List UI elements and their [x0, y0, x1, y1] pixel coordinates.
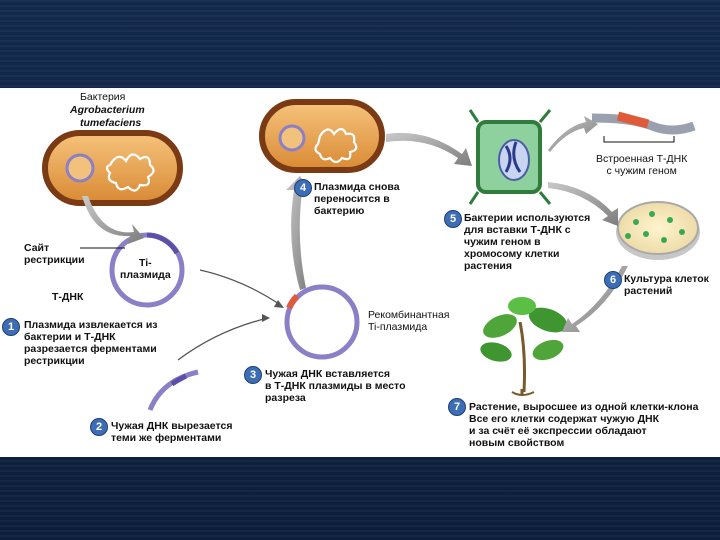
step-6-badge: 6 [604, 271, 622, 289]
step-2-badge: 2 [90, 418, 108, 436]
plant-cell-icon [468, 109, 552, 205]
restriction-site-label: Сайт рестрикции [24, 242, 85, 266]
species-name-line1: Agrobacterium [70, 104, 145, 116]
bacterium-icon [259, 99, 385, 173]
plant-icon [480, 297, 568, 396]
step-2-text: Чужая ДНК вырезается теми же ферментами [111, 420, 233, 444]
recombinant-plasmid-label: Рекомбинантная Ti-плазмида [368, 309, 450, 333]
step-7-text: Растение, выросшее из одной клетки-клона… [469, 401, 699, 449]
species-name-line2: tumefaciens [80, 117, 142, 129]
step-4-text: Плазмида снова переносится в бактерию [314, 181, 400, 217]
dna-strand-icon [147, 369, 199, 411]
dna-strand-icon [591, 111, 696, 143]
plasmid-icon [284, 284, 360, 360]
step-1-text: Плазмида извлекается из бактерии и Т-ДНК… [24, 319, 158, 367]
bacterium-icon [42, 130, 183, 206]
step-4-badge: 4 [294, 179, 312, 197]
ti-plasmid-label: Ti- плазмида [120, 257, 171, 281]
petri-dish-icon [616, 201, 700, 260]
plasmid-icon [80, 232, 185, 308]
step-3-text: Чужая ДНК вставляется в Т-ДНК плазмиды в… [265, 368, 406, 404]
step-1-badge: 1 [2, 318, 20, 336]
step-7-badge: 7 [448, 398, 466, 416]
step-3-badge: 3 [244, 366, 262, 384]
step-5-text: Бактерии используются для вставки Т-ДНК … [464, 212, 591, 272]
t-dna-label: Т-ДНК [52, 291, 84, 303]
step-6-text: Культура клеток растений [624, 273, 709, 297]
arrow-icon [82, 116, 628, 361]
bacterium-label: Бактерия [80, 91, 126, 103]
embedded-tdna-label: Встроенная Т-ДНК с чужим геном [596, 153, 688, 177]
step-5-badge: 5 [444, 210, 462, 228]
